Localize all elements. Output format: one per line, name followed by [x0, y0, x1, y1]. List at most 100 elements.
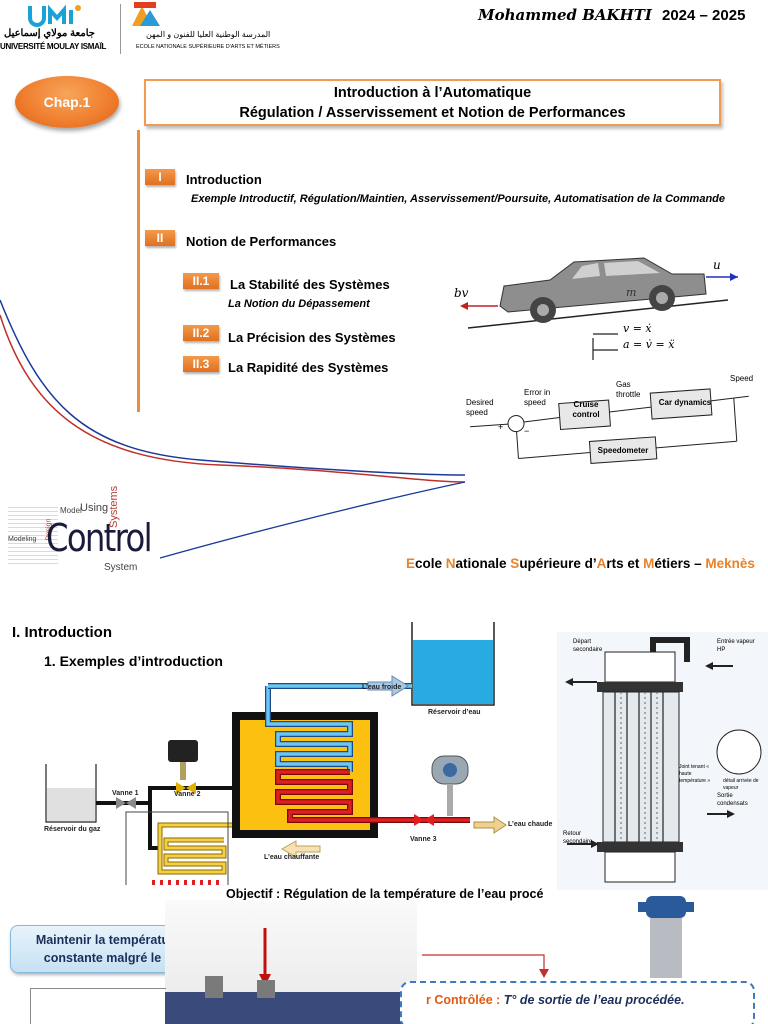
- word-using: Using: [80, 502, 109, 514]
- water-tank-label: Réservoir d’eau: [428, 709, 481, 716]
- toc-label-5: La Rapidité des Systèmes: [228, 360, 389, 375]
- school-letter-s: S: [510, 556, 520, 571]
- controlled-variable-box: r Contrôlée : T° de sortie de l’eau proc…: [400, 981, 755, 1024]
- heating-process-diagram: [45, 622, 507, 885]
- toc-label-2: Notion de Performances: [186, 234, 337, 249]
- exchanger-photo: [165, 900, 417, 1024]
- eq-acceleration: a = v̇ = ẍ: [623, 338, 675, 351]
- word-model: Model: [60, 506, 82, 515]
- slide-1: جامعة مولاي إسماعيل UNIVERSITÉ MOULAY IS…: [0, 2, 760, 574]
- bv-label: bv: [454, 286, 469, 300]
- maintain-callout: Maintenir la températu constante malgré …: [10, 925, 195, 973]
- school-name: Ecole Nationale Supérieure d’Arts et Mét…: [406, 556, 755, 571]
- word-control: Control: [46, 516, 153, 560]
- desired-speed-label: Desired speed: [466, 398, 494, 417]
- logo-divider: [120, 4, 121, 54]
- school-word-ecole: cole: [415, 556, 446, 571]
- eq-velocity: v = ẋ: [623, 322, 652, 335]
- toc-label-4: La Précision des Systèmes: [228, 330, 396, 345]
- heat-exchanger-drawing: Départ secondaire Entrée vapeur HP Joint…: [557, 632, 768, 890]
- word-cloud-noise: [8, 504, 58, 564]
- subsection-title: 1. Exemples d’introduction: [44, 653, 223, 669]
- ensam-arabic: المدرسة الوطنية العليا للفنون و المهن: [146, 30, 271, 39]
- toc-sub-3: La Notion du Dépassement: [228, 298, 370, 310]
- depart-label: Départ secondaire: [573, 639, 603, 653]
- school-word-superieure: upérieure d’: [519, 556, 597, 571]
- title-line-2: Régulation / Asservissement et Notion de…: [239, 105, 626, 121]
- title-line-1: Introduction à l’Automatique: [333, 85, 532, 101]
- toc-num-2: II: [145, 230, 175, 246]
- sortie-label: Sortie condensats: [717, 793, 748, 807]
- valve-1-label: Vanne 1: [112, 790, 139, 797]
- exchanger-photo-svg: [165, 928, 417, 1024]
- ensam-french: ECOLE NATIONALE SUPÉRIEURE D'ARTS ET MÉT…: [136, 44, 280, 50]
- minus-sign: −: [524, 426, 530, 436]
- plus-sign: +: [498, 422, 504, 432]
- slide-title: Introduction à l’Automatique Régulation …: [144, 79, 721, 126]
- car-dynamics-figure: u bv m v = ẋ a = v̇ = ẍ: [448, 242, 740, 360]
- school-word-arts: rts et: [606, 556, 644, 571]
- controlled-key: r Contrôlée :: [426, 993, 501, 1007]
- ensam-logo: المدرسة الوطنية العليا للفنون و المهن EC…: [126, 2, 280, 54]
- valve-2-label: Vanne 2: [174, 791, 201, 798]
- decorative-curves: [0, 299, 466, 559]
- school-letter-e: E: [406, 556, 416, 571]
- umi-arabic: جامعة مولاي إسماعيل: [4, 28, 95, 39]
- author-name: Mohammed BAKHTI: [478, 6, 652, 24]
- retour-label: Retour secondaire: [563, 831, 593, 845]
- school-letter-n: N: [445, 556, 456, 571]
- filter-photo: [638, 890, 694, 980]
- entree-label: Entrée vapeur HP: [717, 639, 755, 653]
- cruise-control-block: Cruise control: [572, 400, 600, 419]
- heating-water-label: L’eau chauffante: [264, 854, 320, 861]
- umi-logo-mark: [28, 4, 81, 27]
- m-label: m: [626, 286, 637, 299]
- joint-label: Joint tenant « haute température »: [679, 764, 711, 784]
- u-label: u: [713, 258, 721, 272]
- speed-label: Speed: [730, 374, 754, 383]
- gas-throttle-label: Gas throttle: [616, 380, 641, 399]
- maintain-line-1: Maintenir la températu: [35, 933, 170, 947]
- control-word-cloud: Systems Using Model Modeling Design Cont…: [8, 486, 158, 574]
- school-word-nationale: ationale: [455, 556, 511, 571]
- valve-3-label: Vanne 3: [410, 836, 437, 843]
- filter-svg: [638, 896, 694, 978]
- speedometer-block: Speedometer: [597, 446, 649, 455]
- cruise-control-diagram: Desired speed Error in speed Gas throttl…: [460, 370, 760, 470]
- ensam-logo-mark: [132, 2, 160, 26]
- connector-arrow: [422, 954, 549, 978]
- word-modeling: Modeling: [8, 536, 37, 543]
- toc-num-3: II.1: [183, 273, 219, 289]
- toc-sub-1: Exemple Introductif, Régulation/Maintien…: [191, 193, 726, 205]
- toc-num-5: II.3: [183, 356, 219, 372]
- section-title: I. Introduction: [12, 624, 112, 641]
- toc-label-1: Introduction: [186, 172, 262, 187]
- maintain-line-2: constante malgré le: [43, 951, 162, 965]
- block-diagram-svg: [470, 388, 749, 464]
- objective-text: Objectif : Régulation de la température …: [226, 887, 544, 901]
- toc-num-1: I: [145, 169, 175, 185]
- error-speed-label: Error in speed: [524, 388, 551, 407]
- school-letter-a: A: [596, 556, 607, 571]
- chart-corner: [30, 988, 166, 1024]
- umi-logo: جامعة مولاي إسماعيل UNIVERSITÉ MOULAY IS…: [0, 2, 112, 54]
- toc-divider: [137, 130, 140, 412]
- gas-tank-label: Réservoir du gaz: [44, 826, 101, 833]
- hot-water-label: L’eau chaude: [508, 821, 553, 828]
- car-illustration: [460, 257, 738, 360]
- school-city: Meknès: [705, 556, 755, 571]
- car-dynamics-block: Car dynamics: [658, 398, 712, 407]
- word-system: System: [104, 562, 138, 573]
- exchanger-svg: [565, 637, 762, 883]
- slide-2: I. Introduction 1. Exemples d’introducti…: [0, 600, 768, 1024]
- chapter-badge: Chap.1: [15, 76, 119, 128]
- toc-num-4: II.2: [183, 325, 219, 341]
- detail-label: détail arrivée de vapeur: [723, 778, 759, 791]
- school-word-metiers: étiers –: [654, 556, 706, 571]
- cold-water-label: L’eau froide: [362, 684, 402, 691]
- school-letter-m: M: [643, 556, 655, 571]
- academic-year: 2024 – 2025: [662, 7, 746, 24]
- toc-label-3: La Stabilité des Systèmes: [230, 277, 390, 292]
- controlled-value: T° de sortie de l’eau procédée.: [503, 993, 685, 1007]
- umi-french: UNIVERSITÉ MOULAY ISMAÏL: [0, 42, 107, 51]
